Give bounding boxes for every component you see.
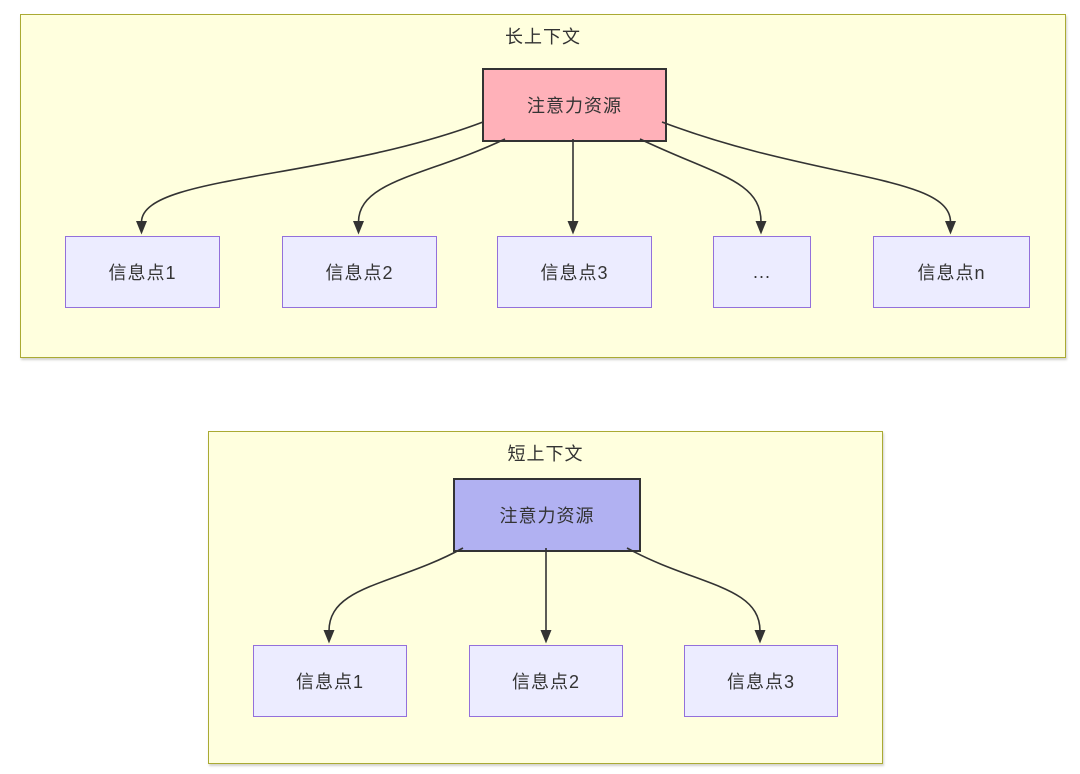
short-info-box-1: 信息点1 [253, 645, 407, 717]
short-context-title: 短上下文 [507, 444, 584, 464]
short-attention-label: 注意力资源 [499, 506, 595, 526]
long-info-box-ellipsis: ... [713, 236, 811, 308]
long-attention-box: 注意力资源 [482, 68, 667, 142]
short-info-label-1: 信息点1 [295, 672, 364, 692]
short-info-box-2: 信息点2 [469, 645, 623, 717]
short-info-box-3: 信息点3 [684, 645, 838, 717]
short-info-label-3: 信息点3 [726, 672, 795, 692]
long-info-box-n: 信息点n [873, 236, 1030, 308]
short-info-label-2: 信息点2 [511, 672, 580, 692]
long-info-label-3: 信息点3 [540, 263, 609, 283]
long-info-label-n: 信息点n [917, 263, 986, 283]
long-attention-label: 注意力资源 [527, 96, 622, 116]
long-info-label-1: 信息点1 [108, 263, 177, 283]
long-info-label-ellipsis: ... [752, 261, 771, 282]
long-info-box-3: 信息点3 [497, 236, 652, 308]
long-info-box-2: 信息点2 [282, 236, 437, 308]
long-info-label-2: 信息点2 [325, 263, 394, 283]
long-context-title: 长上下文 [505, 27, 581, 47]
long-info-box-1: 信息点1 [65, 236, 220, 308]
short-attention-box: 注意力资源 [453, 478, 641, 552]
